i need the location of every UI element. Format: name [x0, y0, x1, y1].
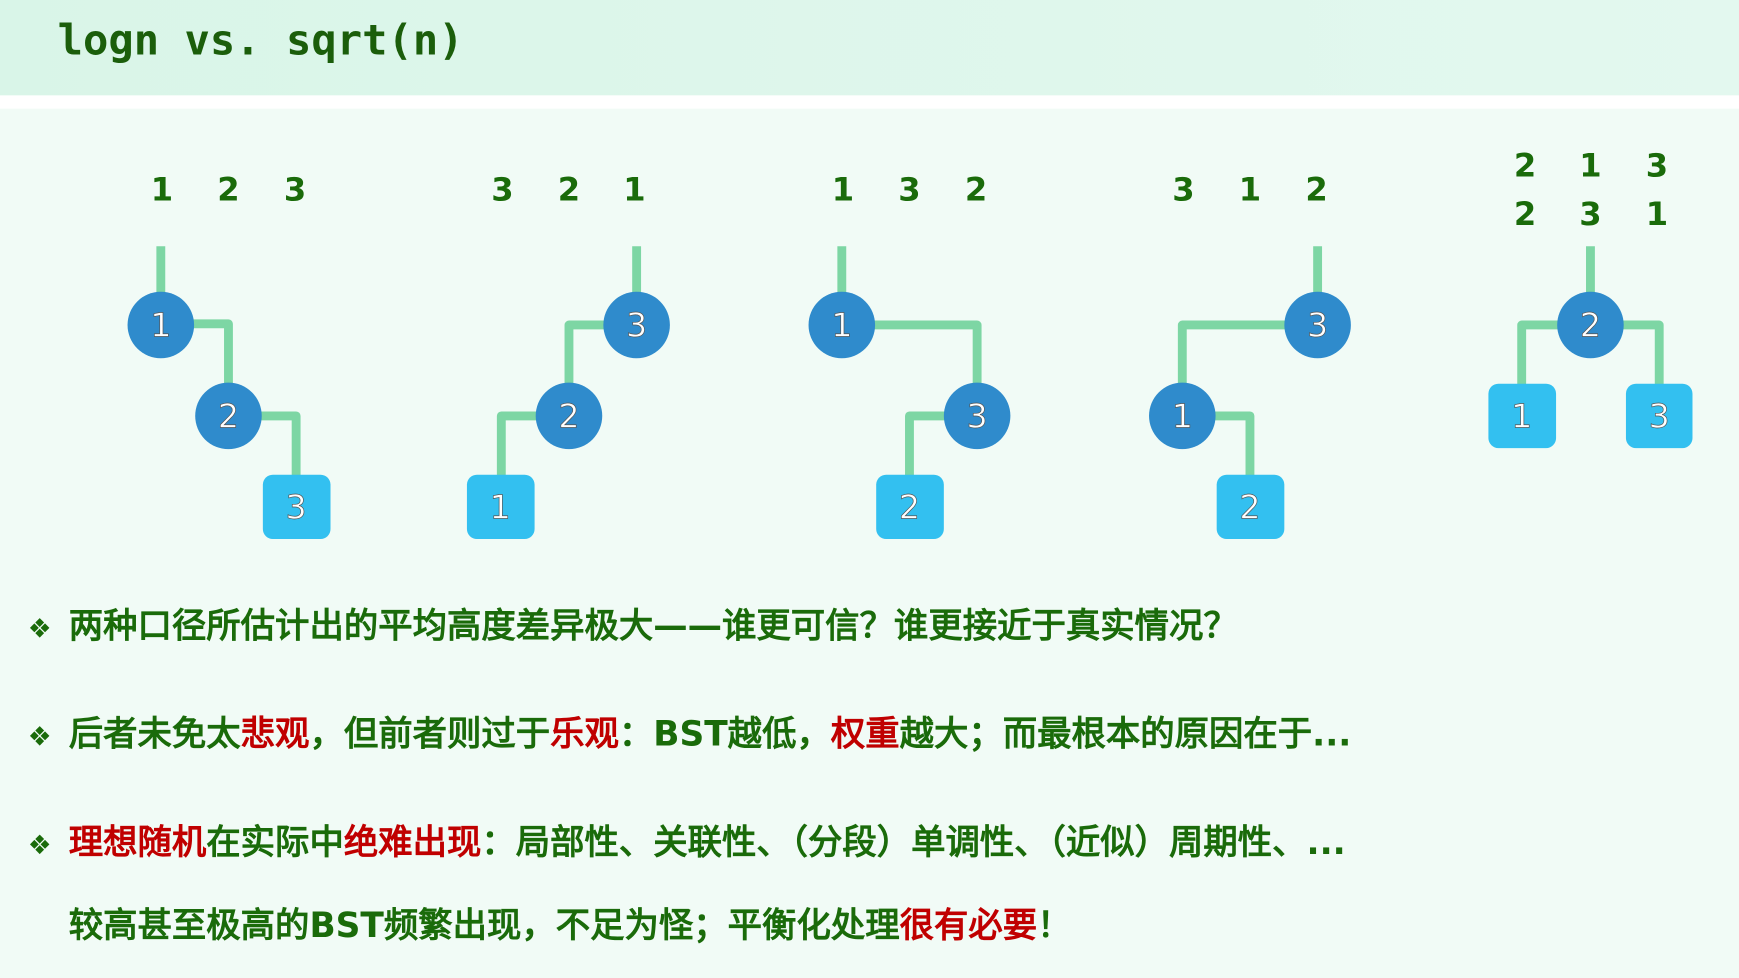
leaf-node — [262, 474, 331, 540]
slide-title: logn vs. sqrt(n) — [57, 15, 464, 65]
continuation-line: 较高甚至极高的BST频繁出现，不足为怪；平衡化处理很有必要！ — [28, 904, 1072, 948]
sequence-value: 3 — [898, 171, 920, 209]
bullet-line: ❖ 理想随机在实际中绝难出现：局部性、关联性、（分段）单调性、（近似）周期性、..… — [28, 821, 1346, 868]
emphasis-text: 很有必要 — [899, 906, 1038, 947]
tree-edge — [564, 320, 611, 389]
inner-node — [1149, 382, 1216, 450]
tree-edge — [905, 411, 952, 477]
leaf-node — [1488, 383, 1557, 449]
inner-node — [603, 291, 670, 359]
tree-edge — [1617, 320, 1664, 386]
inner-node — [1284, 291, 1351, 359]
sequence-value: 1 — [623, 171, 645, 209]
node-label: 2 — [1580, 305, 1601, 344]
tree-edge — [1177, 320, 1289, 389]
title-bar — [0, 0, 1739, 96]
emphasis-text: 乐观 — [550, 714, 619, 755]
sequence-value: 3 — [1579, 195, 1601, 233]
node-label: 3 — [967, 396, 988, 435]
emphasis-text: 权重 — [830, 714, 900, 755]
diamond-dots-icon: ❖ — [27, 613, 52, 645]
leaf-node — [876, 474, 944, 540]
leaf-node — [466, 474, 535, 540]
diamond-dots-icon: ❖ — [27, 720, 52, 752]
bullet-line: ❖ 两种口径所估计出的平均高度差异极大——谁更可信？谁更接近于真实情况？ — [28, 604, 1238, 651]
node-label: 1 — [1511, 396, 1532, 435]
bst-diagrams: 1 2 3 1 2 3 3 2 1 3 2 1 — [127, 146, 1693, 540]
bullet-text: ：BST越低， — [618, 714, 831, 755]
bullet-text: ：局部性、关联性、（分段）单调性、（近似）周期性、... — [481, 822, 1346, 863]
node-label: 1 — [490, 487, 511, 526]
tree-edge — [1517, 320, 1564, 386]
sequence-value: 2 — [1514, 146, 1536, 184]
inner-node — [808, 291, 876, 359]
sequence-value: 3 — [284, 171, 306, 209]
leaf-node — [1625, 383, 1693, 449]
tree-edge — [496, 411, 544, 477]
sequence-value: 2 — [965, 171, 987, 209]
bullet-text: ，但前者则过于 — [309, 714, 551, 755]
sequence-value: 3 — [491, 171, 513, 209]
tree-3: 1 3 2 1 3 2 — [808, 171, 1011, 540]
diamond-dots-icon: ❖ — [27, 829, 52, 861]
sequence-value: 1 — [1239, 171, 1261, 209]
sequence-value: 1 — [151, 171, 173, 209]
emphasis-text: 悲观 — [240, 714, 310, 755]
node-label: 1 — [1172, 396, 1193, 435]
node-label: 2 — [558, 396, 579, 435]
tree-4: 3 1 2 3 1 2 — [1149, 171, 1351, 540]
bullet-text: 两种口径所估计出的平均高度差异极大——谁更可信？谁更接近于真实情况？ — [68, 606, 1238, 647]
node-label: 1 — [831, 305, 852, 344]
inner-node — [127, 291, 195, 359]
sequence-value: 1 — [1646, 195, 1668, 233]
sequence-value: 2 — [558, 171, 580, 209]
node-label: 3 — [626, 305, 647, 344]
bullet-text: 在实际中 — [206, 822, 344, 863]
sequence-value: 3 — [1172, 171, 1194, 209]
bullet-text: 较高甚至极高的BST频繁出现，不足为怪；平衡化处理 — [68, 906, 900, 947]
bullet-line: ❖ 后者未免太悲观，但前者则过于乐观：BST越低，权重越大；而最根本的原因在于..… — [28, 712, 1352, 759]
node-label: 3 — [1649, 396, 1670, 435]
bullet-text: 越大；而最根本的原因在于... — [899, 714, 1352, 755]
node-label: 2 — [899, 487, 920, 526]
inner-node — [943, 382, 1011, 450]
node-label: 2 — [1239, 487, 1260, 526]
tree-5: 2 1 3 2 3 1 2 1 3 — [1488, 146, 1693, 449]
inner-node — [535, 382, 603, 450]
bullet-text: ！ — [1037, 906, 1072, 947]
node-label: 2 — [218, 396, 239, 435]
sequence-value: 2 — [1514, 195, 1536, 233]
sequence-value: 2 — [217, 171, 239, 209]
emphasis-text: 绝难出现 — [343, 822, 482, 863]
inner-node — [195, 382, 262, 450]
tree-edge — [255, 411, 301, 477]
sequence-value: 1 — [1579, 146, 1601, 184]
sequence-value: 1 — [832, 171, 854, 209]
node-label: 1 — [150, 305, 171, 344]
node-label: 3 — [1307, 305, 1328, 344]
bullet-text: 后者未免太 — [68, 714, 241, 755]
sequence-value: 3 — [1646, 146, 1668, 184]
emphasis-text: 理想随机 — [68, 822, 207, 863]
sequence-value: 2 — [1305, 171, 1327, 209]
tree-1: 1 2 3 1 2 3 — [127, 171, 331, 540]
leaf-node — [1216, 474, 1285, 540]
inner-node — [1557, 291, 1624, 359]
tree-edge — [188, 319, 233, 389]
tree-2: 3 2 1 3 2 1 — [466, 171, 670, 540]
tree-edge — [870, 320, 982, 389]
tree-edge — [1208, 411, 1255, 477]
divider — [0, 95, 1739, 109]
node-label: 3 — [286, 487, 307, 526]
